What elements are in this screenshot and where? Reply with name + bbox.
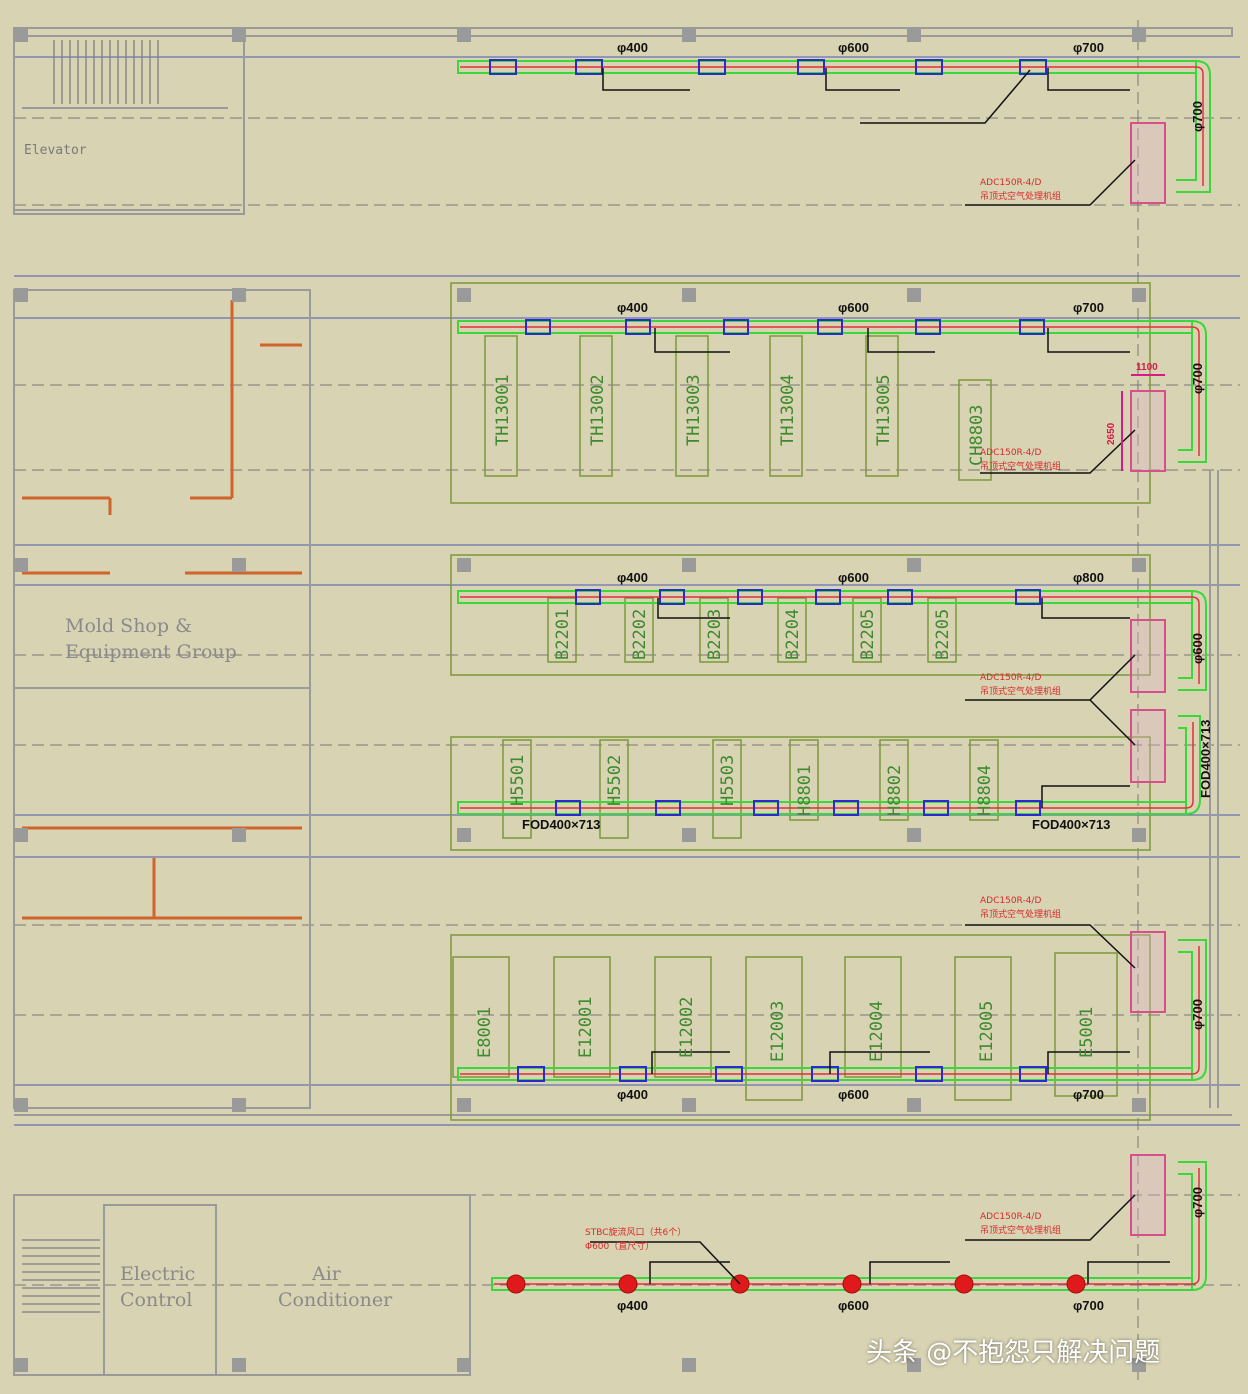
stc-label-2: Φ600（直尺寸） [585, 1240, 654, 1252]
svg-text:B2205: B2205 [933, 609, 953, 660]
elevator-label: Elevator [24, 143, 87, 158]
svg-text:H8804: H8804 [975, 765, 995, 816]
svg-text:φ600: φ600 [838, 1298, 869, 1313]
partitions [22, 300, 302, 920]
svg-text:ADC150R-4/D: ADC150R-4/D [980, 1212, 1041, 1222]
electric-label-1: Electric [120, 1263, 195, 1285]
svg-text:吊顶式空气处理机组: 吊顶式空气处理机组 [980, 908, 1061, 920]
air-label-2: Conditioner [278, 1289, 393, 1311]
svg-text:E12005: E12005 [977, 1001, 997, 1062]
svg-text:B2204: B2204 [783, 609, 803, 660]
svg-text:E8001: E8001 [475, 1007, 495, 1058]
diffusers [489, 59, 1047, 1082]
svg-text:吊顶式空气处理机组: 吊顶式空气处理机组 [980, 685, 1061, 697]
svg-text:E12004: E12004 [867, 1001, 887, 1062]
svg-text:φ600: φ600 [838, 40, 869, 55]
svg-text:吊顶式空气处理机组: 吊顶式空气处理机组 [980, 1224, 1061, 1236]
svg-text:B2205: B2205 [858, 609, 878, 660]
diameter-labels: φ400 φ600 φ700 φ400 φ600 φ700 φ400 φ600 … [617, 40, 1205, 1313]
svg-text:E12002: E12002 [677, 997, 697, 1058]
svg-text:φ400: φ400 [617, 1298, 648, 1313]
svg-text:φ700: φ700 [1073, 300, 1104, 315]
svg-text:φ700: φ700 [1190, 101, 1205, 132]
svg-text:φ700: φ700 [1190, 363, 1205, 394]
equipment-blocks [452, 335, 1118, 1101]
svg-text:φ600: φ600 [838, 570, 869, 585]
walls [13, 27, 1233, 1376]
svg-text:H5503: H5503 [718, 755, 738, 806]
svg-text:φ700: φ700 [1190, 1187, 1205, 1218]
watermark: 头条 @不抱怨只解决问题 [866, 1338, 1161, 1368]
svg-text:TH13002: TH13002 [588, 374, 608, 446]
columns [14, 28, 1146, 1372]
svg-text:B2203: B2203 [705, 609, 725, 660]
electric-label-2: Control [120, 1289, 192, 1311]
svg-text:H8802: H8802 [885, 765, 905, 816]
svg-text:B2201: B2201 [553, 609, 573, 660]
svg-text:φ800: φ800 [1073, 570, 1104, 585]
svg-text:ADC150R-4/D: ADC150R-4/D [980, 896, 1041, 906]
svg-text:φ600: φ600 [838, 1087, 869, 1102]
svg-text:φ400: φ400 [617, 40, 648, 55]
svg-text:φ600: φ600 [838, 300, 869, 315]
svg-text:φ600: φ600 [1190, 633, 1205, 664]
stc-label-1: STBC旋流风口（共6个） [585, 1226, 686, 1238]
svg-text:TH13003: TH13003 [684, 374, 704, 446]
fod-label-vertical: FOD400×713 [1198, 720, 1213, 798]
fod-label-right: FOD400×713 [1032, 817, 1110, 832]
svg-text:TH13001: TH13001 [493, 374, 513, 446]
zone-boxes [450, 282, 1151, 1121]
svg-text:E12003: E12003 [768, 1001, 788, 1062]
dim-width: 1100 [1136, 362, 1158, 373]
leader-lines [590, 68, 1170, 1285]
mold-shop-label-2: Equipment Group [65, 641, 237, 663]
svg-text:H5501: H5501 [508, 755, 528, 806]
svg-text:φ400: φ400 [617, 1087, 648, 1102]
svg-text:CH8803: CH8803 [967, 405, 987, 466]
svg-text:ADC150R-4/D: ADC150R-4/D [980, 178, 1041, 188]
dimension-marks [1121, 374, 1165, 471]
air-handling-units [1130, 122, 1166, 1236]
svg-text:φ400: φ400 [617, 300, 648, 315]
svg-text:B2202: B2202 [630, 609, 650, 660]
svg-text:吊顶式空气处理机组: 吊顶式空气处理机组 [980, 460, 1061, 472]
svg-text:吊顶式空气处理机组: 吊顶式空气处理机组 [980, 190, 1061, 202]
round-diffusers [506, 1274, 1086, 1294]
svg-text:φ700: φ700 [1073, 1298, 1104, 1313]
svg-text:TH13004: TH13004 [778, 374, 798, 446]
svg-text:ADC150R-4/D: ADC150R-4/D [980, 673, 1041, 683]
stairs-bottom [22, 1239, 100, 1313]
svg-text:H5502: H5502 [605, 755, 625, 806]
svg-text:φ700: φ700 [1073, 1087, 1104, 1102]
svg-text:φ400: φ400 [617, 570, 648, 585]
svg-text:φ700: φ700 [1073, 40, 1104, 55]
equipment-labels: TH13001 TH13002 TH13003 TH13004 TH13005 … [475, 374, 1097, 1062]
stairs-top [53, 40, 159, 104]
air-label-1: Air [311, 1263, 342, 1285]
dashed-grid [14, 20, 1240, 1380]
svg-text:TH13005: TH13005 [874, 374, 894, 446]
svg-text:E5001: E5001 [1077, 1007, 1097, 1058]
svg-text:H8801: H8801 [795, 765, 815, 816]
svg-text:ADC150R-4/D: ADC150R-4/D [980, 448, 1041, 458]
mold-shop-label-1: Mold Shop & [65, 615, 192, 637]
svg-text:E12001: E12001 [576, 997, 596, 1058]
unit-labels: ADC150R-4/D 吊顶式空气处理机组 ADC150R-4/D 吊顶式空气处… [980, 178, 1061, 1236]
svg-text:φ700: φ700 [1190, 999, 1205, 1030]
fod-label-left: FOD400×713 [522, 817, 600, 832]
dim-height: 2650 [1106, 422, 1117, 445]
